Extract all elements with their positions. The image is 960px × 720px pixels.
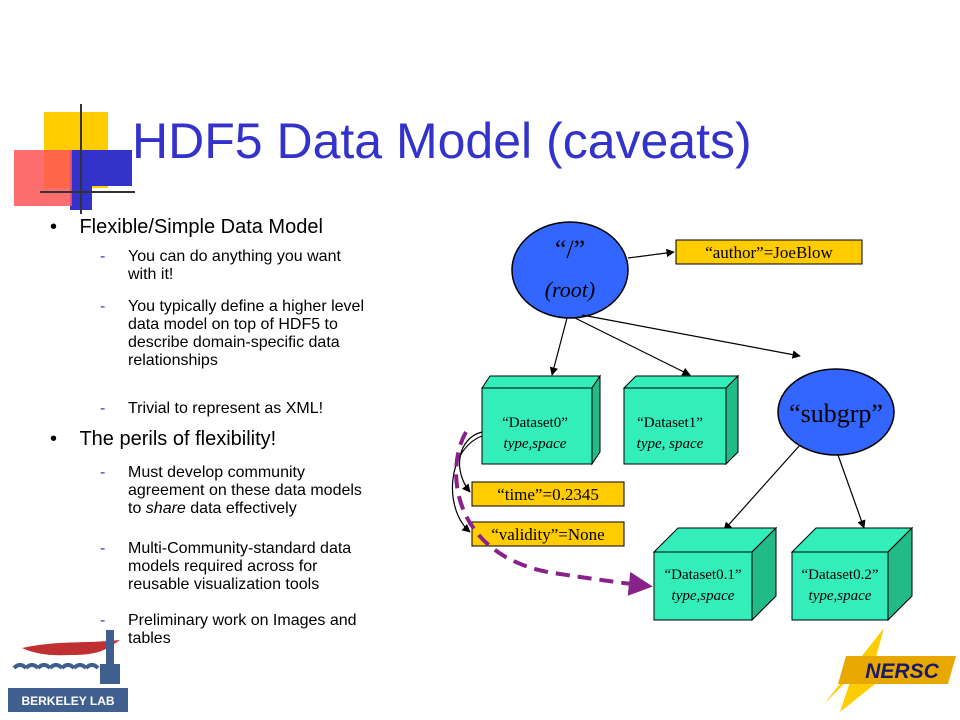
sub-bullet-text: You typically define a higher level data…	[128, 298, 365, 369]
svg-text:“Dataset0”: “Dataset0”	[502, 415, 568, 431]
root-label-slash: “/”	[555, 235, 585, 264]
sub-bullet-text: Multi-Community-standard data models req…	[128, 540, 352, 593]
svg-text:NERSC: NERSC	[865, 660, 939, 683]
italic-share-line: to share data effectively	[128, 500, 297, 517]
dataset1-cube	[622, 374, 740, 466]
dataset0-cube	[481, 374, 601, 466]
svg-text:type, space: type, space	[637, 436, 704, 452]
bullet-list: • Flexible/Simple Data Model	[50, 216, 323, 239]
sub-bullet-text: You can do anything you want with it!	[128, 248, 341, 283]
sub-bullet-text: Trivial to represent as XML!	[128, 400, 324, 417]
svg-text:“Dataset0.1”: “Dataset0.1”	[664, 567, 741, 583]
svg-text:“validity”=None: “validity”=None	[491, 525, 604, 544]
dataset01-cube	[652, 526, 778, 622]
berkeley-lab-logo	[8, 630, 128, 712]
root-label-root: (root)	[545, 277, 596, 302]
svg-text:type,space: type,space	[672, 588, 735, 604]
svg-text:type,space: type,space	[809, 588, 872, 604]
dashed-link-arrow	[454, 430, 653, 596]
sub-bullet: -	[100, 540, 106, 557]
bullet-item: • Flexible/Simple Data Model	[50, 216, 323, 238]
svg-text:“Dataset1”: “Dataset1”	[637, 415, 703, 431]
svg-text:“Dataset0.2”: “Dataset0.2”	[801, 567, 878, 583]
root-group-node	[511, 221, 629, 319]
sub-bullet-text: Preliminary work on Images and tables	[128, 612, 357, 647]
sub-bullet-text: Must develop community agreement on thes…	[128, 464, 362, 517]
time-attribute	[471, 481, 625, 507]
sub-bullet: -	[100, 464, 106, 481]
svg-text:“time”=0.2345: “time”=0.2345	[497, 485, 599, 504]
sub-bullet: -	[100, 248, 106, 265]
nersc-logo	[824, 628, 956, 712]
page-title: HDF5 Data Model (caveats)	[132, 113, 752, 169]
sub-bullet: -	[100, 298, 106, 315]
bullet-text: Flexible/Simple Data Model	[79, 216, 323, 238]
author-attribute	[675, 239, 863, 265]
svg-text:BERKELEY LAB: BERKELEY LAB	[21, 694, 114, 708]
validity-attribute	[471, 521, 625, 547]
bullet-item: • The perils of flexibility!	[50, 428, 277, 450]
sub-bullet: -	[100, 612, 106, 629]
subgroup-node	[777, 368, 895, 456]
svg-text:“subgrp”: “subgrp”	[789, 399, 883, 428]
bullet-text: The perils of flexibility!	[79, 428, 277, 450]
dataset02-cube	[790, 526, 914, 622]
svg-text:“author”=JoeBlow: “author”=JoeBlow	[705, 243, 833, 262]
svg-text:type,space: type,space	[504, 436, 567, 452]
sub-bullet: -	[100, 400, 106, 417]
share-word: share	[145, 500, 186, 517]
share-prefix: to	[128, 500, 146, 517]
